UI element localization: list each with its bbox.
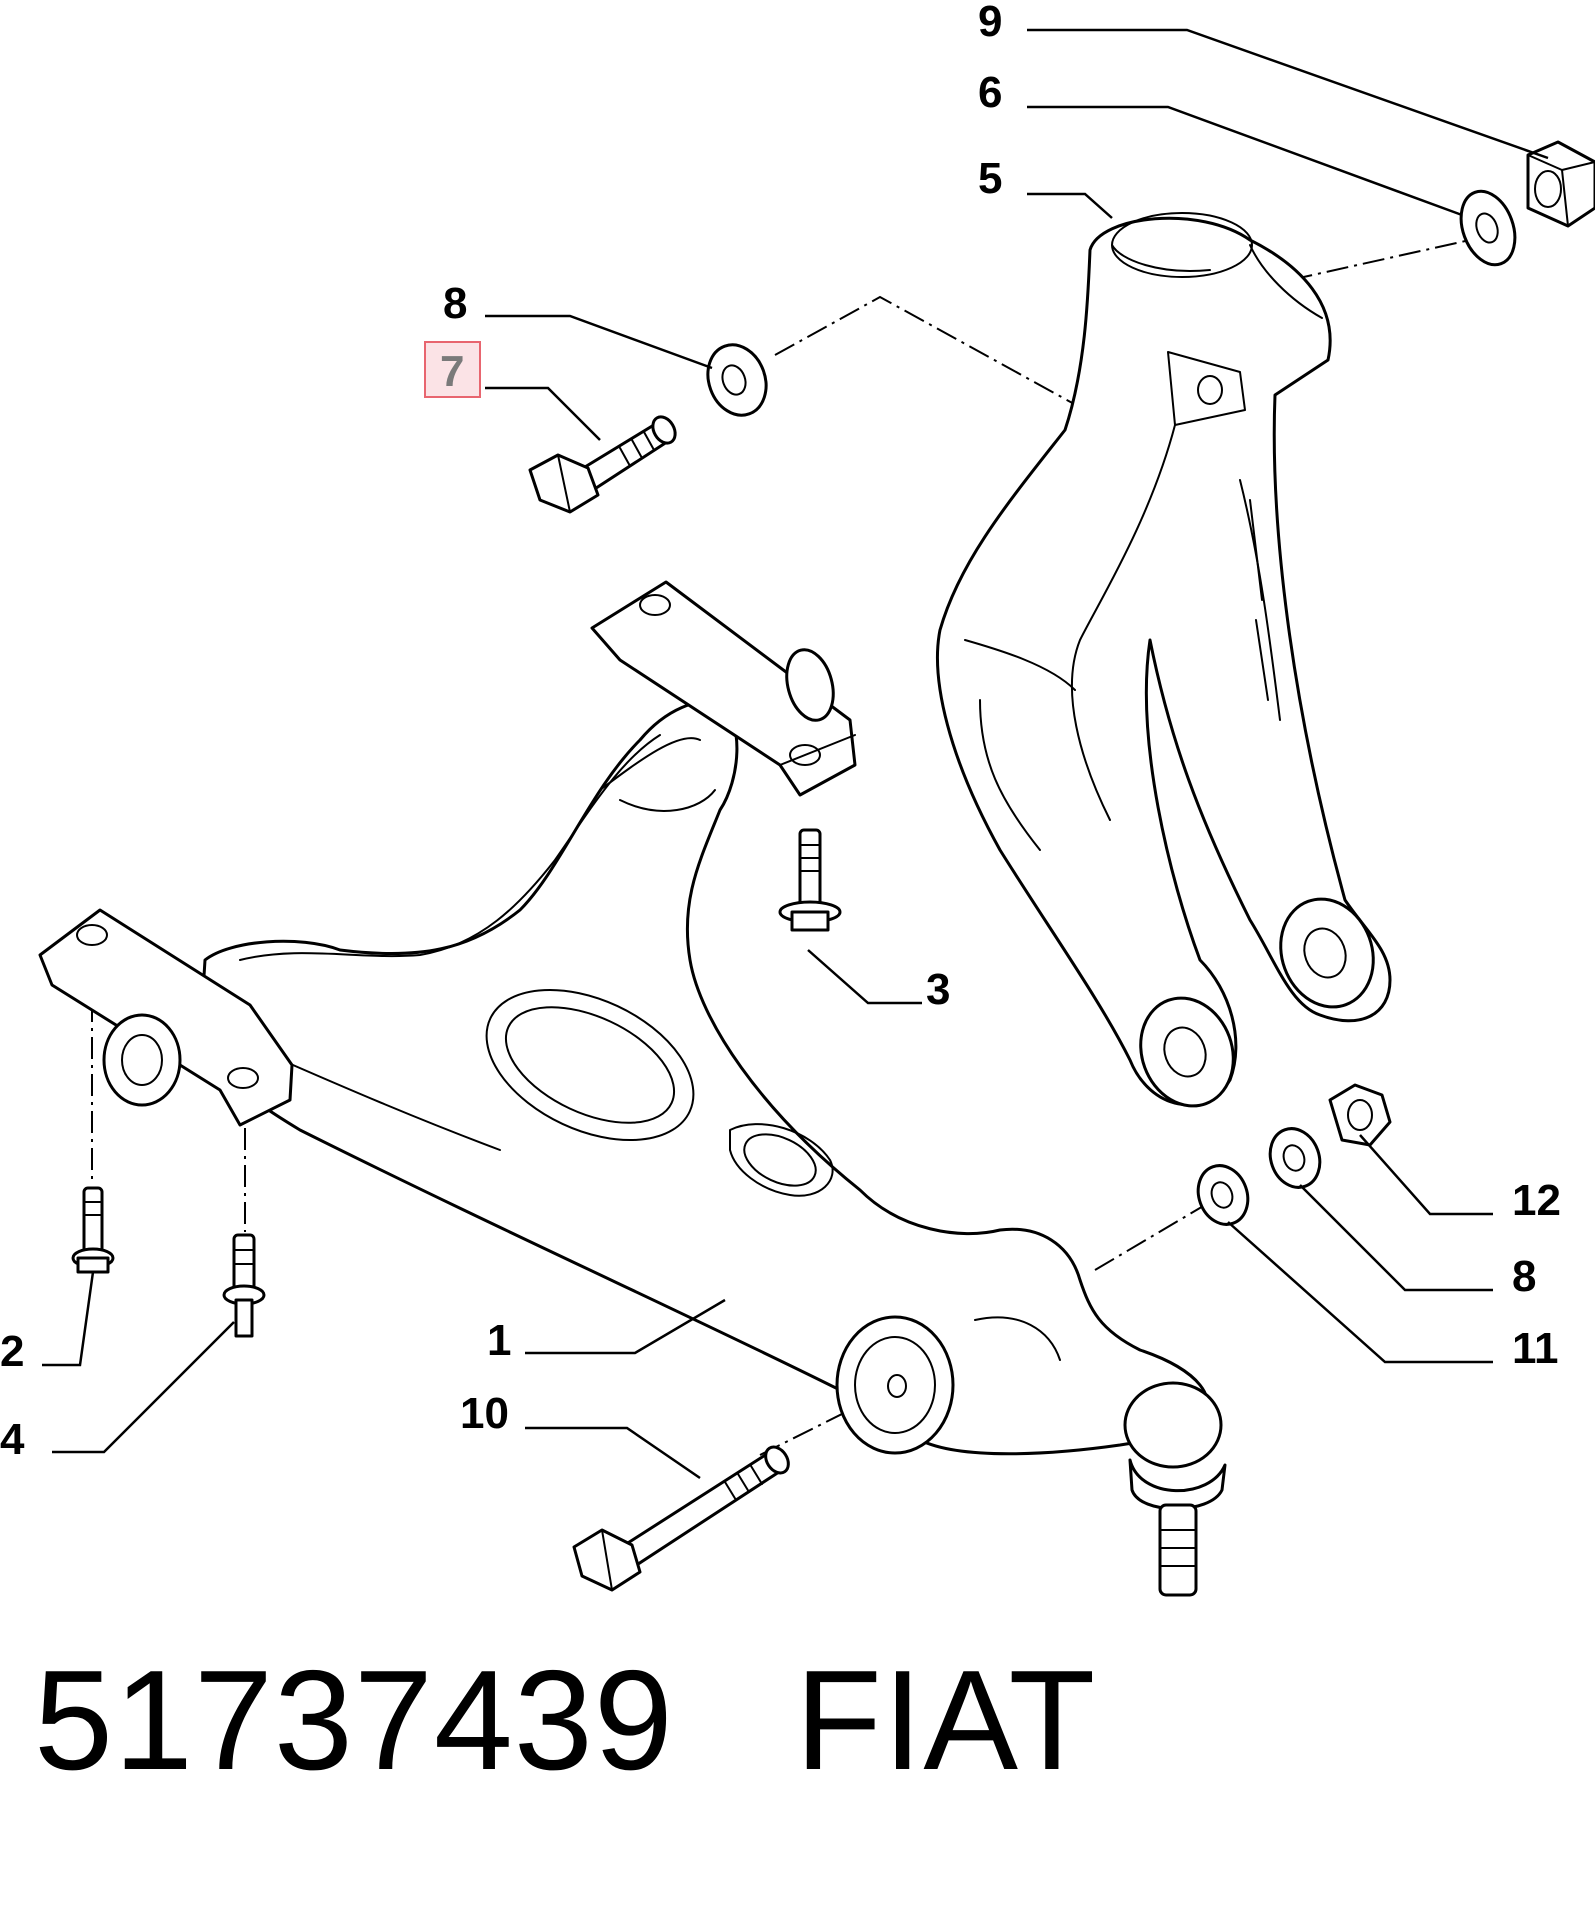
part-3-bolt bbox=[778, 828, 842, 932]
callout-10: 10 bbox=[460, 1389, 509, 1438]
callout-3: 3 bbox=[926, 965, 950, 1014]
callout-12: 12 bbox=[1512, 1176, 1561, 1225]
callout-7-highlight bbox=[424, 341, 481, 398]
part-number-caption: 51737439 FIAT bbox=[34, 1650, 1096, 1792]
callout-5: 5 bbox=[978, 154, 1002, 203]
callout-labels: 9 6 5 8 7 3 2 4 1 10 12 8 11 bbox=[0, 0, 1561, 1464]
front-bushing-bracket bbox=[590, 580, 857, 797]
callout-6: 6 bbox=[978, 68, 1002, 117]
callout-7: 7 bbox=[440, 347, 464, 396]
part-10-long-bolt bbox=[572, 1445, 790, 1592]
callout-1: 1 bbox=[487, 1316, 511, 1365]
callout-8-bottom: 8 bbox=[1512, 1252, 1536, 1301]
part-11-washer bbox=[1196, 1164, 1250, 1226]
part-number: 51737439 bbox=[34, 1641, 674, 1800]
part-8-washer-top bbox=[706, 343, 768, 417]
callout-2: 2 bbox=[0, 1327, 24, 1376]
part-9-square-nut bbox=[1526, 140, 1595, 228]
part-5-steering-knuckle bbox=[936, 212, 1392, 1108]
callout-9: 9 bbox=[978, 0, 1002, 46]
callout-4: 4 bbox=[0, 1415, 25, 1464]
brand-name: FIAT bbox=[795, 1641, 1097, 1800]
part-7-bolt bbox=[528, 415, 677, 514]
leader-lines bbox=[42, 28, 1549, 1480]
part-2-bolt bbox=[71, 1186, 115, 1274]
part-4-stud-bolt bbox=[222, 1233, 266, 1338]
callout-11: 11 bbox=[1512, 1324, 1559, 1373]
part-1-lower-control-arm bbox=[198, 700, 1209, 1456]
part-12-nut bbox=[1328, 1083, 1392, 1147]
ball-joint bbox=[1123, 1381, 1227, 1597]
callout-8-top: 8 bbox=[443, 279, 467, 328]
rear-bushing-bracket bbox=[38, 908, 294, 1127]
part-6-washer bbox=[1459, 189, 1517, 267]
part-8-washer-bottom bbox=[1268, 1127, 1322, 1189]
